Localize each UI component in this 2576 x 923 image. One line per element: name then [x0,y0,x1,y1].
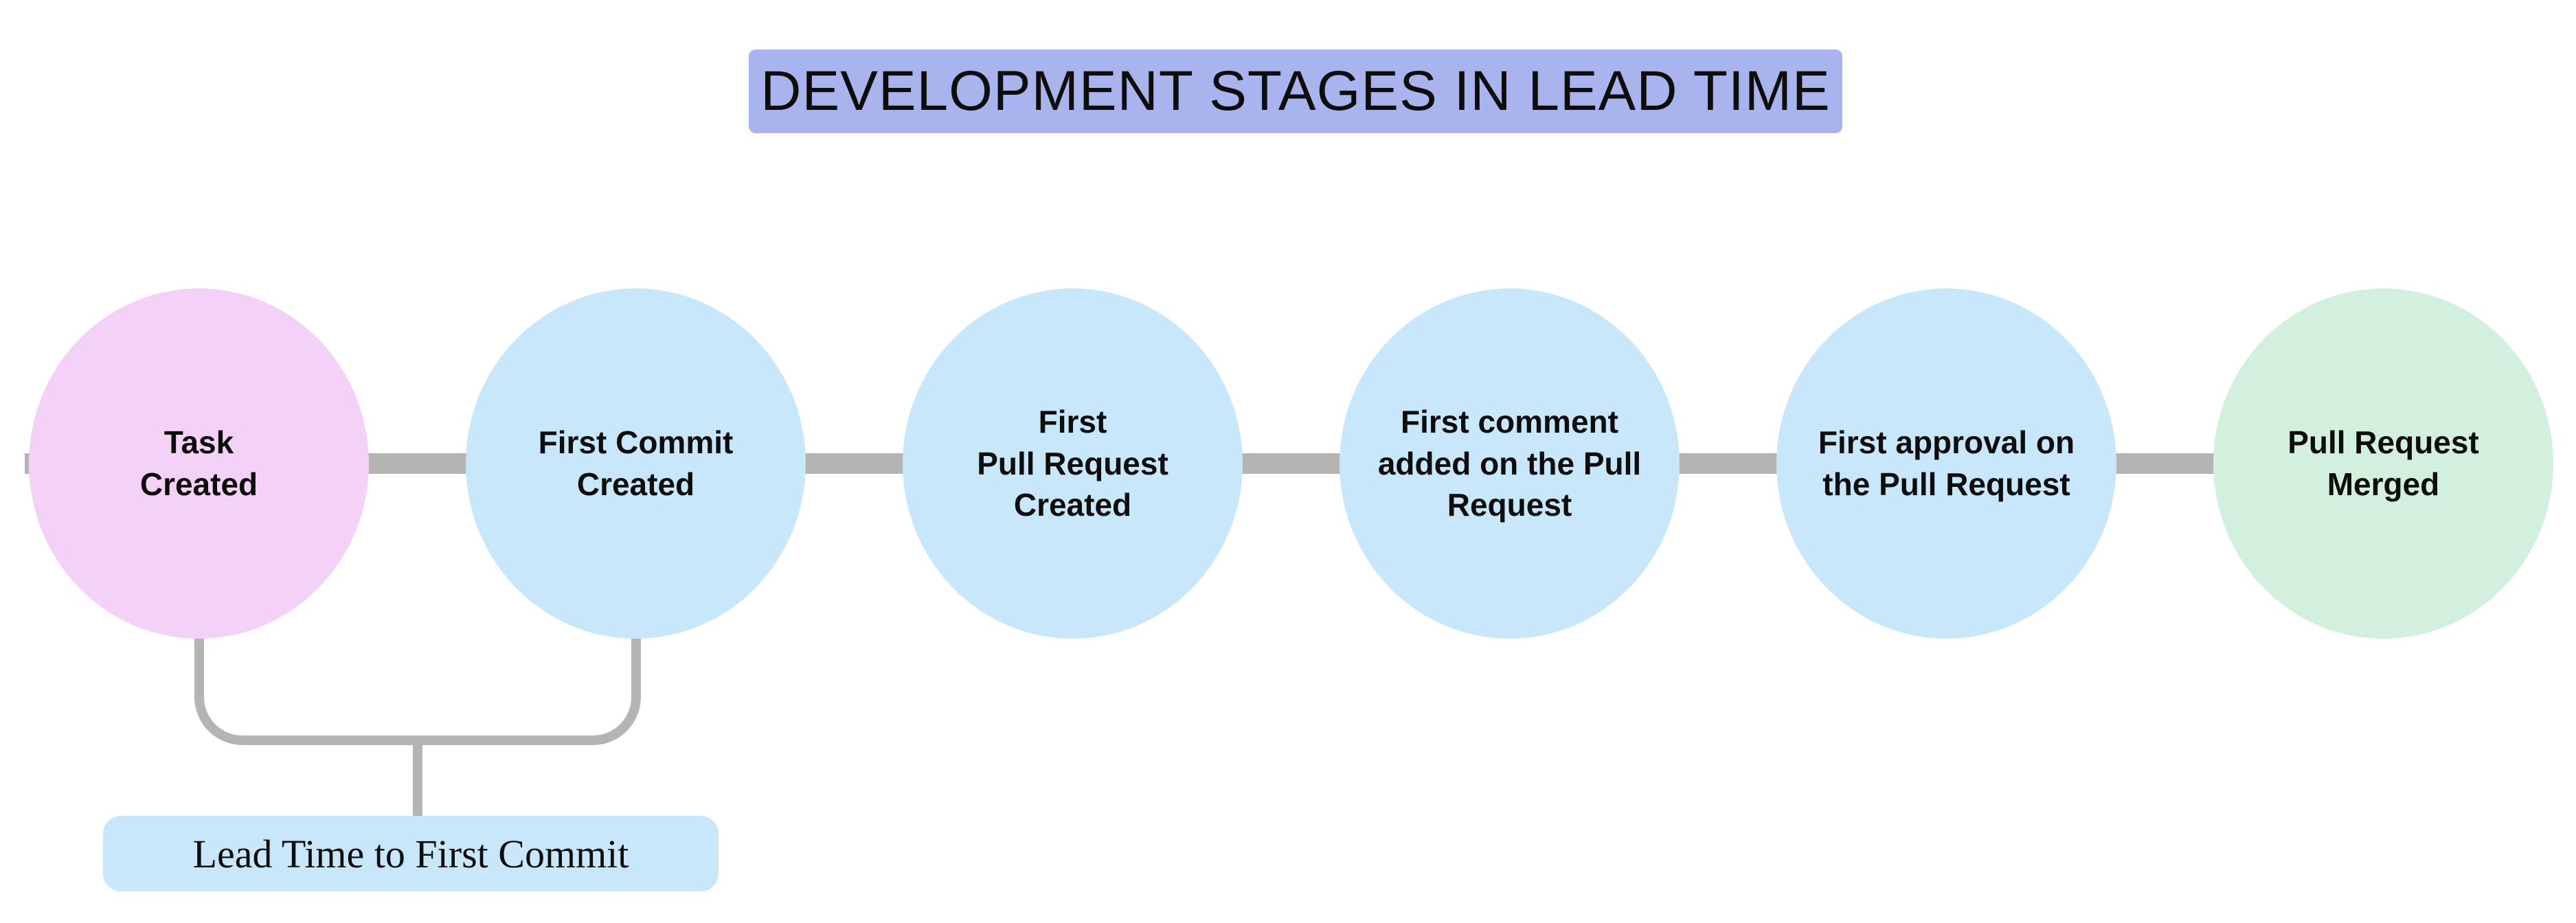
lead-time-annotation-box: Lead Time to First Commit [103,816,719,891]
lead-time-annotation-label: Lead Time to First Commit [192,831,629,876]
stage-circle-first-approval: First approval on the Pull Request [1776,288,2116,639]
stage-circle-task-created: Task Created [29,288,369,639]
bracket-stem-line [413,744,422,817]
stage-circle-first-commit-created: First Commit Created [466,288,806,639]
stage-label-pull-request-merged: Pull Request Merged [2287,424,2479,502]
stage-label-task-created: Task Created [139,424,258,502]
title-banner: DEVELOPMENT STAGES IN LEAD TIME [749,49,1842,133]
stage-circle-first-comment-added: First comment added on the Pull Request [1340,288,1680,639]
stage-label-first-comment-added: First comment added on the Pull Request [1377,403,1642,523]
stage-label-first-approval: First approval on the Pull Request [1818,424,2075,502]
stage-label-first-pull-request-created: First Pull Request Created [977,403,1168,523]
stage-label-first-commit-created: First Commit Created [538,424,734,502]
stage-circle-pull-request-merged: Pull Request Merged [2213,288,2553,639]
stage-circle-first-pull-request-created: First Pull Request Created [903,288,1243,639]
page-title: DEVELOPMENT STAGES IN LEAD TIME [760,60,1831,122]
lead-time-bracket [194,629,641,745]
